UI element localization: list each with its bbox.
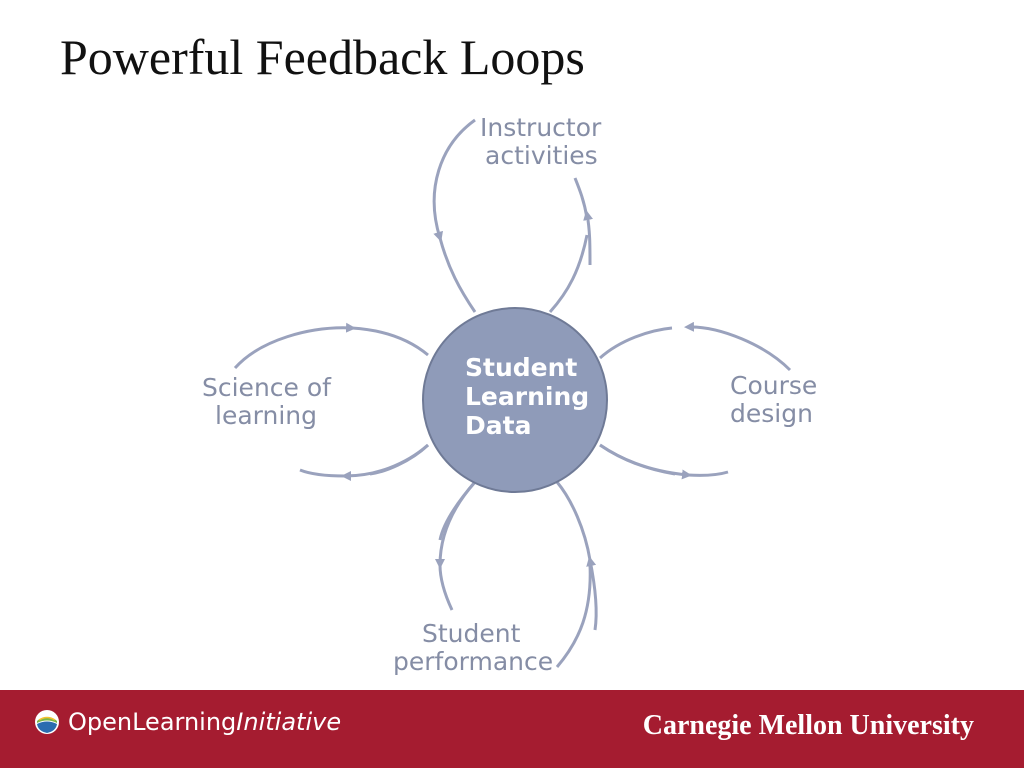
loop-bottom-up-arrow [586,556,598,631]
loop-top-up-arrow [583,210,594,266]
page-title: Powerful Feedback Loops [60,29,585,85]
label-course-design: Course design [730,371,825,428]
loop-right-top-tail [598,326,673,360]
loop-top [432,118,594,314]
center-circle [422,307,608,493]
loop-left-top-arrow [233,322,356,369]
loop-bottom [435,481,598,668]
loop-bottom-up-tail [555,564,592,668]
loop-right [598,321,792,480]
loop-right-bottom-end [687,470,729,477]
center-line-1: Student [465,353,577,382]
loop-left [233,322,430,481]
loop-bottom-down-end [438,564,454,611]
center-label: Student Learning Data [465,353,598,440]
loop-left-bottom-end [299,468,346,478]
oli-logo: OpenLearningInitiative [34,707,341,737]
loop-right-bottom-arrow [599,443,692,480]
center-line-2: Learning [465,382,589,411]
loop-right-bottom-tail [599,443,676,476]
label-science-of-learning: Science of learning [202,373,339,430]
loop-bottom-up-head [555,481,592,561]
label-instructor-activities: Instructor activities [480,113,609,170]
oli-globe-icon [35,710,59,734]
cmu-wordmark: Carnegie Mellon University [642,710,974,741]
loop-right-top-arrow [684,321,792,372]
loop-left-bottom-tail [369,443,430,476]
loop-top-down-arrow [432,118,476,242]
loop-bottom-down-arrow [435,481,477,569]
footer-bar: OpenLearningInitiative Carnegie Mellon U… [0,690,1024,768]
loop-top-down-tail [438,237,477,313]
loop-top-up-head [573,177,589,219]
label-student-performance: Student performance [393,619,553,676]
loop-left-bottom-arrow [341,443,429,481]
loop-left-top-tail [351,326,429,357]
loop-top-up-tail [548,234,589,314]
oli-wordmark: OpenLearningInitiative [68,708,342,736]
feedback-loop-diagram: Student Learning Data Instructor activit… [202,113,825,676]
center-line-3: Data [465,411,531,440]
